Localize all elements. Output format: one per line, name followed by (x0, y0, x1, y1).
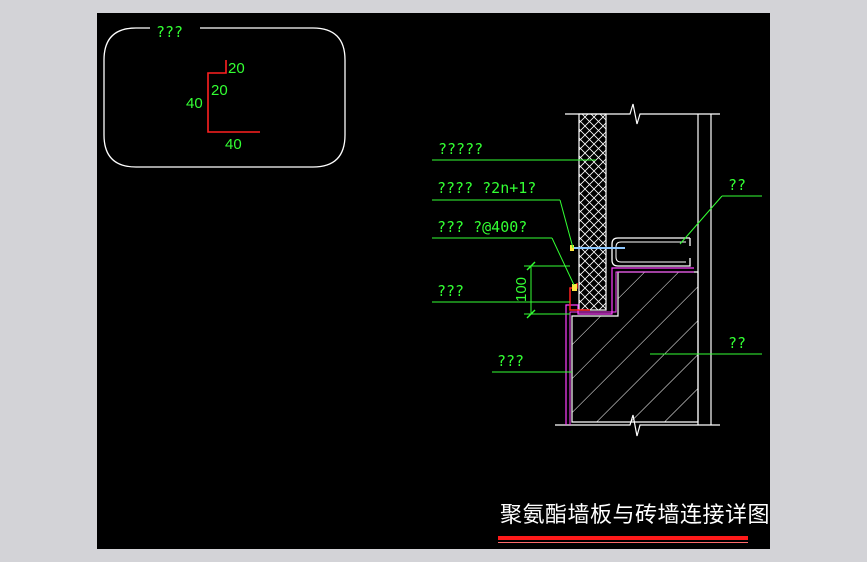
drawing-title: 聚氨酯墙板与砖墙连接详图 (500, 503, 771, 528)
inset-frame (103, 27, 346, 168)
dim-tick-bottom (526, 309, 536, 319)
break-line-bottom (555, 414, 720, 437)
label-right-mid: ?? (728, 334, 746, 352)
dim-tick-top (526, 261, 536, 271)
title-underline-thin (498, 542, 748, 543)
label-panel: ????? (438, 140, 483, 158)
label-right-top: ?? (728, 176, 746, 194)
break-line-top (565, 103, 720, 125)
dim-height-label: 100 (513, 277, 530, 302)
inset-dim-mid: 20 (211, 82, 228, 99)
c-section-inner (615, 241, 686, 263)
title-underline (498, 536, 748, 540)
label-beam: ??? (497, 352, 524, 370)
c-section-purlin (611, 237, 691, 267)
screw-head (570, 245, 574, 251)
inset-dim-left: 40 (186, 95, 203, 112)
angle-profile-shape (207, 60, 260, 133)
inset-detail: ??? 20 20 40 40 (103, 23, 346, 168)
inset-title: ??? (156, 23, 183, 41)
leaders-left: ????? ???? ?2n+1? ??? ?@400? ??? ??? (432, 140, 596, 373)
inset-dim-top: 20 (228, 60, 245, 77)
polyurethane-panel (578, 113, 607, 311)
main-section: 100 ????? ???? ?2n+1? ??? ?@400? ??? ???… (432, 103, 762, 437)
label-bolt: ??? ?@400? (437, 218, 527, 236)
inset-dim-bottom: 40 (225, 136, 242, 153)
flashing-line-inner (569, 271, 694, 425)
flashing-line-outer (565, 267, 694, 425)
bolt-head (572, 284, 577, 291)
label-screw: ???? ?2n+1? (437, 179, 536, 197)
leaders-right: ?? ?? (650, 176, 762, 355)
label-angle: ??? (437, 282, 464, 300)
